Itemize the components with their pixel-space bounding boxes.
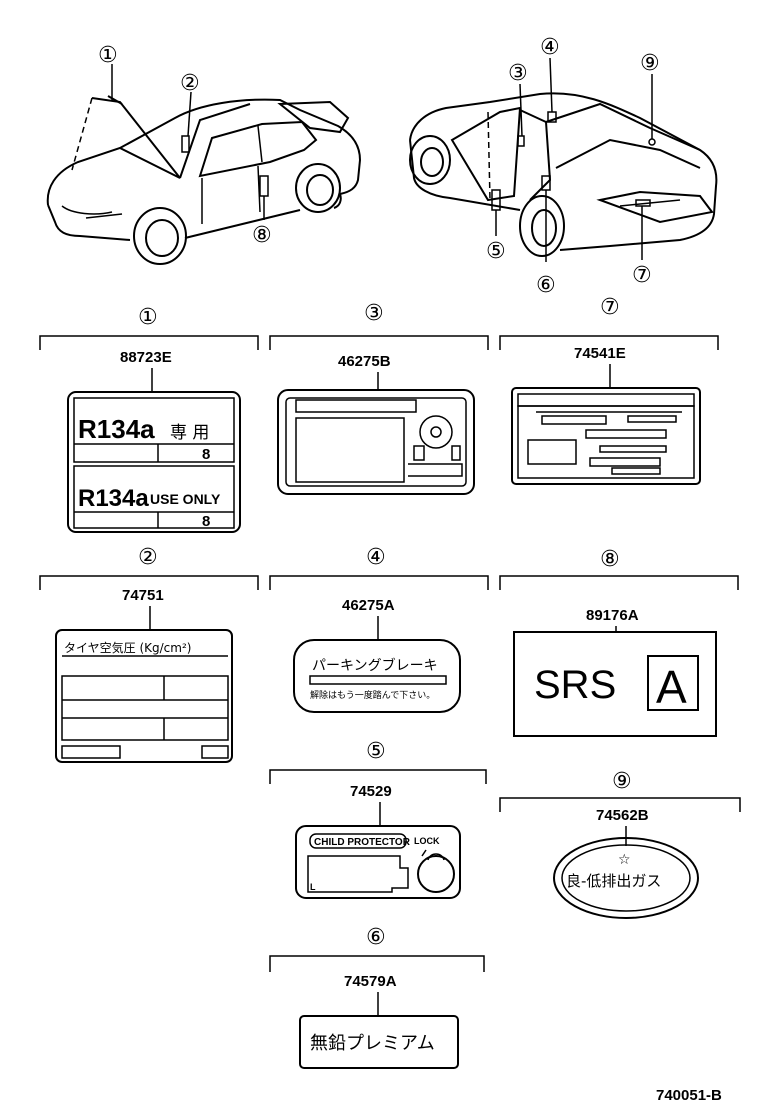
jp-dedicated-label: 専 用 (170, 423, 209, 443)
callout-9: ⑨ (640, 51, 660, 76)
section-2: ② 74751 タイヤ空気圧 (Kg/cm²) (55, 545, 233, 763)
l-label: L (310, 882, 316, 892)
section-1-marker: ① (138, 305, 158, 330)
use-only-label: USE ONLY (150, 491, 221, 507)
section-1-part-number: 88723E (120, 349, 172, 366)
section-2-marker: ② (138, 545, 158, 570)
section-4-part-number: 46275A (342, 597, 395, 614)
callout-5: ⑤ (486, 239, 506, 264)
section-brackets (39, 335, 741, 972)
r134a-label-1: R134a (78, 414, 155, 444)
section-1-num-2: 8 (202, 513, 210, 530)
callout-4: ④ (540, 35, 560, 60)
srs-label: SRS (534, 663, 616, 707)
section-6-part-number: 74579A (344, 973, 397, 990)
section-3-part-number: 46275B (338, 353, 391, 370)
section-1-num-1: 8 (202, 446, 210, 463)
diagram-id: 740051-B (656, 1087, 722, 1104)
section-9: ⑨ 74562B ☆ 良-低排出ガス (553, 769, 699, 919)
callout-1: ① (98, 43, 118, 68)
callout-6: ⑥ (536, 273, 556, 298)
section-1: ① 88723E R134a 専 用 8 R134a USE ONLY 8 (67, 305, 241, 533)
car-front-view (46, 64, 362, 265)
section-8-marker: ⑧ (600, 547, 620, 572)
section-5-marker: ⑤ (366, 739, 386, 764)
section-9-part-number: 74562B (596, 807, 649, 824)
callout-2: ② (180, 71, 200, 96)
callout-7: ⑦ (632, 263, 652, 288)
parking-brake-label: パーキングブレーキ (312, 657, 438, 674)
unleaded-premium-label: 無鉛プレミアム (310, 1033, 435, 1054)
callout-8: ⑧ (252, 223, 272, 248)
callout-3: ③ (508, 61, 528, 86)
section-6: ⑥ 74579A 無鉛プレミアム (299, 925, 459, 1069)
low-emission-label: 良-低排出ガス (566, 872, 661, 890)
section-5-part-number: 74529 (350, 783, 392, 800)
parking-brake-subtitle: 解除はもう一度踏んで下さい。 (310, 689, 435, 701)
section-4-marker: ④ (366, 545, 386, 570)
lock-label: LOCK (414, 836, 440, 846)
section-2-part-number: 74751 (122, 587, 164, 604)
srs-letter: A (656, 661, 687, 713)
section-9-marker: ⑨ (612, 769, 632, 794)
section-4: ④ 46275A パーキングブレーキ 解除はもう一度踏んで下さい。 (293, 545, 461, 713)
section-3-marker: ③ (364, 301, 384, 326)
section-7-part-number: 74541E (574, 345, 626, 362)
section-8-part-number: 89176A (586, 607, 639, 624)
section-6-marker: ⑥ (366, 925, 386, 950)
section-3: ③ 46275B (277, 301, 475, 495)
section-8: ⑧ 89176A SRS A (513, 547, 717, 737)
section-7-marker: ⑦ (600, 295, 620, 320)
section-5: ⑤ 74529 CHILD PROTECTOR LOCK L (295, 739, 461, 899)
r134a-label-2: R134a (78, 485, 149, 512)
child-protector-label: CHILD PROTECTOR (314, 837, 411, 848)
section-7: ⑦ 74541E (511, 295, 701, 485)
tire-pressure-label: タイヤ空気圧 (Kg/cm²) (64, 640, 191, 655)
star-mark: ☆ (618, 852, 631, 868)
car-rear-view (409, 57, 718, 262)
